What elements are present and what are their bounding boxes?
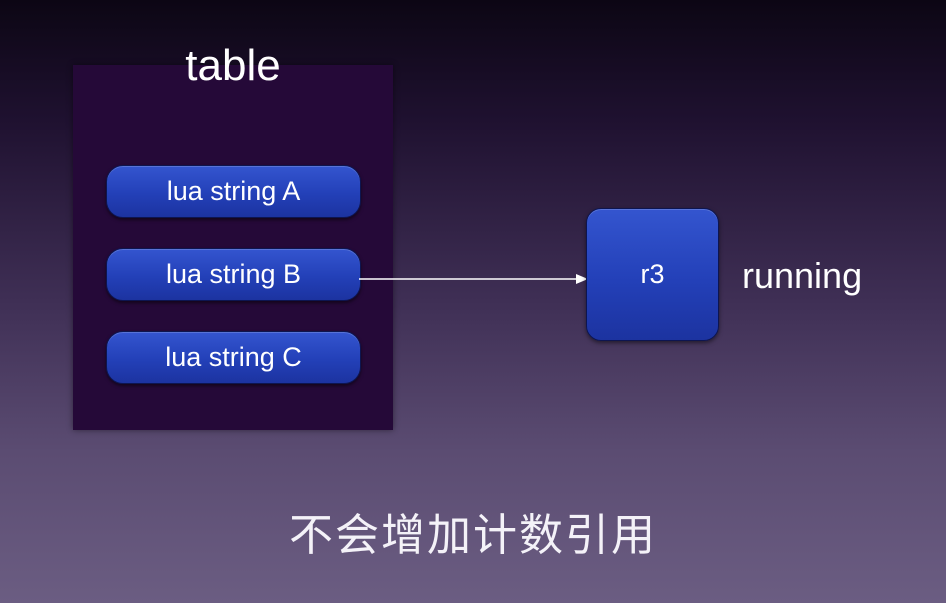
register-state-label: running	[742, 255, 863, 296]
lua-string-c-node: lua string C	[106, 331, 361, 384]
table-title: table	[185, 41, 281, 90]
lua-string-a-node: lua string A	[106, 165, 361, 218]
caption-text: 不会增加计数引用	[289, 511, 657, 560]
register-r3-node: r3	[586, 208, 719, 341]
lua-string-b-node: lua string B	[106, 248, 361, 301]
